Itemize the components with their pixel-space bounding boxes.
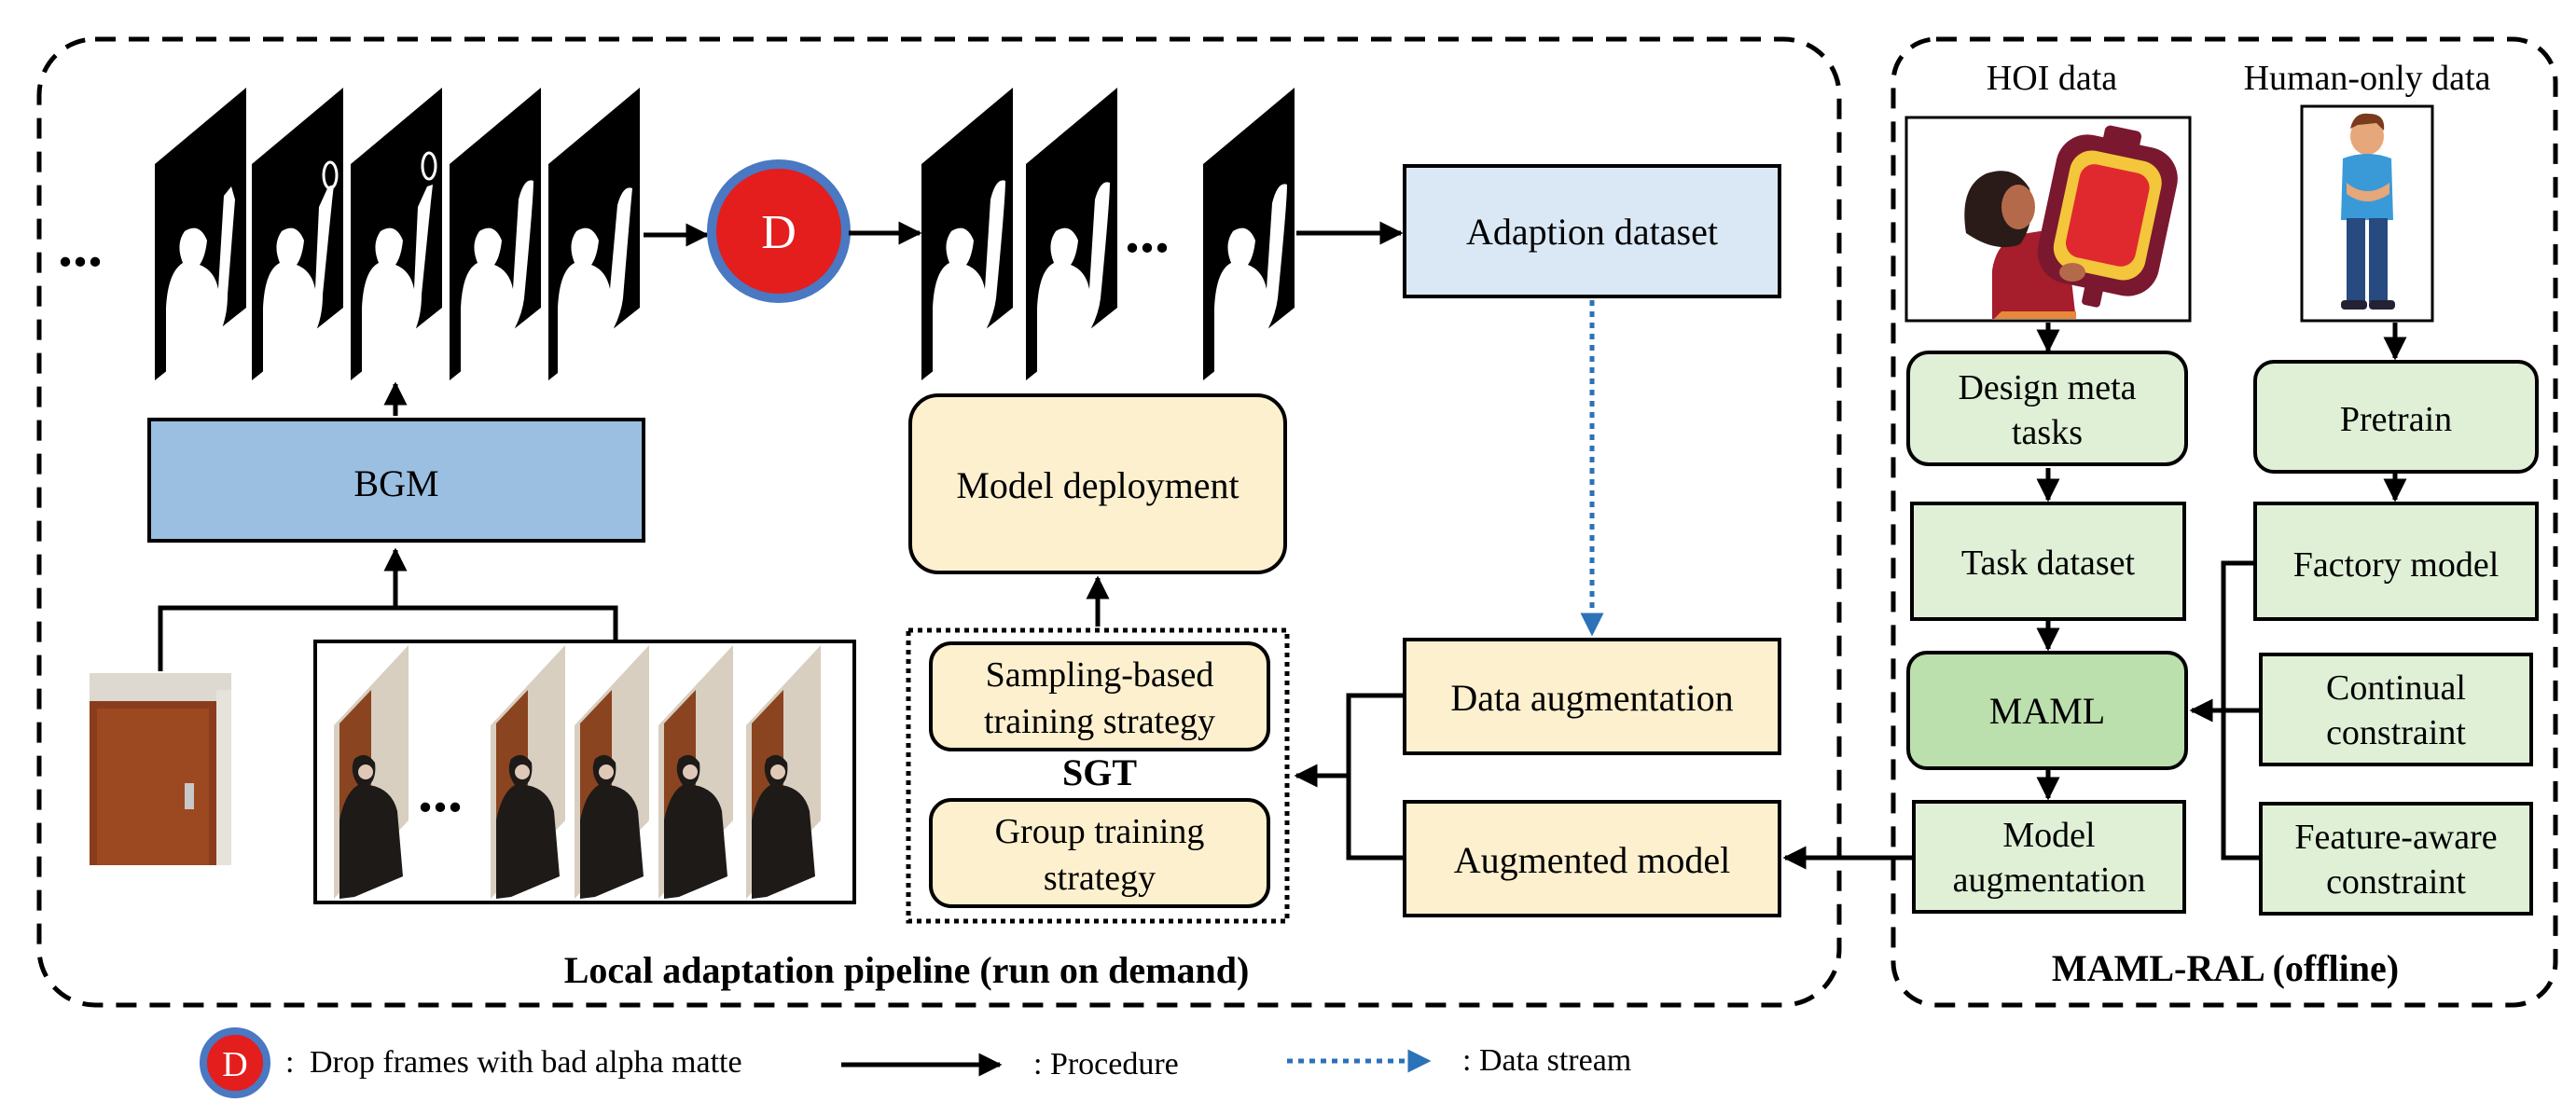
maml-ral-region bbox=[1890, 36, 2558, 1008]
group-strategy-label: Group training bbox=[995, 812, 1205, 851]
task-dataset-label: Task dataset bbox=[1961, 544, 2136, 583]
model-deployment-label: Model deployment bbox=[956, 464, 1239, 506]
matte-frame bbox=[252, 88, 343, 380]
matte-frame bbox=[351, 88, 442, 380]
continual-constraint-box bbox=[2259, 653, 2533, 766]
feature-aware-constraint-box bbox=[2259, 802, 2533, 916]
augmented-model-box bbox=[1403, 800, 1781, 917]
matte-frame bbox=[450, 88, 541, 380]
adaption-dataset-box bbox=[1403, 164, 1781, 298]
video-frame bbox=[491, 645, 565, 899]
sgt-label: SGT bbox=[1062, 751, 1137, 793]
sgt-region bbox=[906, 627, 1290, 924]
legend-drop-label: Drop frames with bad alpha matte bbox=[310, 1045, 742, 1080]
data-augmentation-box bbox=[1403, 638, 1781, 755]
data-augmentation-label: Data augmentation bbox=[1450, 677, 1733, 719]
matte-frame bbox=[1026, 88, 1117, 380]
maml-ral-title: MAML-RAL (offline) bbox=[2052, 947, 2399, 989]
input-video-frames: ... bbox=[334, 645, 821, 899]
bracket-augmentation-to-sgt bbox=[1346, 693, 1405, 861]
sampling-strategy-label-line2: training strategy bbox=[984, 702, 1215, 741]
feature-aware-constraint-label-line2: constraint bbox=[2326, 862, 2466, 902]
feature-aware-constraint-label: Feature-aware bbox=[2294, 818, 2497, 857]
augmented-model-label: Augmented model bbox=[1454, 839, 1731, 881]
matte-frame bbox=[921, 88, 1013, 380]
video-frame bbox=[658, 645, 733, 899]
sampling-strategy-box bbox=[929, 641, 1270, 751]
alpha-matte-frames-left: ... bbox=[58, 88, 640, 380]
legend-data-stream-label: : Data stream bbox=[1462, 1043, 1631, 1078]
local-pipeline-region bbox=[36, 36, 1842, 1008]
continual-constraint-label: Continual bbox=[2326, 668, 2466, 708]
arrow-inputs-to-bgm bbox=[158, 605, 618, 671]
model-augmentation-label-line2: augmentation bbox=[1953, 861, 2146, 900]
human-only-data-image bbox=[2300, 104, 2434, 323]
legend-drop-colon: : bbox=[285, 1045, 294, 1080]
hoi-data-title: HOI data bbox=[1987, 59, 2117, 98]
matte-frame bbox=[1203, 88, 1295, 380]
legend-drop-symbol: D bbox=[222, 1045, 247, 1084]
group-strategy-label-line2: strategy bbox=[1044, 859, 1156, 898]
continual-constraint-label-line2: constraint bbox=[2326, 713, 2466, 752]
video-frame bbox=[575, 645, 649, 899]
factory-model-label: Factory model bbox=[2293, 545, 2500, 585]
design-meta-tasks-label: Design meta bbox=[1958, 368, 2136, 407]
factory-model-box bbox=[2253, 502, 2539, 621]
task-dataset-box bbox=[1910, 502, 2186, 621]
legend-drop-icon bbox=[200, 1027, 270, 1098]
legend: D : Drop frames with bad alpha matte : P… bbox=[200, 1027, 1631, 1098]
design-meta-tasks-box bbox=[1906, 351, 2188, 466]
design-meta-tasks-label-line2: tasks bbox=[2012, 413, 2083, 452]
legend-procedure-label: : Procedure bbox=[1033, 1047, 1179, 1081]
video-frame bbox=[334, 645, 409, 899]
human-only-data-title: Human-only data bbox=[2244, 59, 2491, 98]
pretrain-box bbox=[2253, 360, 2539, 474]
drop-frames-node: D bbox=[707, 159, 851, 303]
model-augmentation-label: Model bbox=[2002, 816, 2095, 855]
model-augmentation-box bbox=[1912, 800, 2186, 914]
left-ellipsis: ... bbox=[58, 213, 103, 279]
local-pipeline-title: Local adaptation pipeline (run on demand… bbox=[564, 949, 1250, 991]
hoi-data-image bbox=[1904, 116, 2192, 323]
pretrain-label: Pretrain bbox=[2340, 400, 2452, 439]
bgm-label: BGM bbox=[353, 462, 438, 504]
alpha-matte-frames-right: ... bbox=[921, 88, 1295, 380]
adaption-dataset-label: Adaption dataset bbox=[1466, 211, 1718, 253]
background-image bbox=[90, 673, 231, 865]
bgm-box bbox=[147, 418, 645, 543]
sampling-strategy-label: Sampling-based bbox=[986, 655, 1214, 695]
drop-symbol: D bbox=[761, 206, 796, 259]
maml-box bbox=[1906, 651, 2188, 770]
model-deployment-box bbox=[908, 393, 1287, 574]
matte-frame bbox=[548, 88, 640, 380]
group-strategy-box bbox=[929, 798, 1270, 908]
maml-label: MAML bbox=[1989, 690, 2105, 732]
frames-ellipsis: ... bbox=[418, 758, 463, 824]
matte-frame bbox=[155, 88, 246, 380]
video-frame bbox=[746, 645, 821, 899]
right-ellipsis: ... bbox=[1125, 199, 1170, 265]
